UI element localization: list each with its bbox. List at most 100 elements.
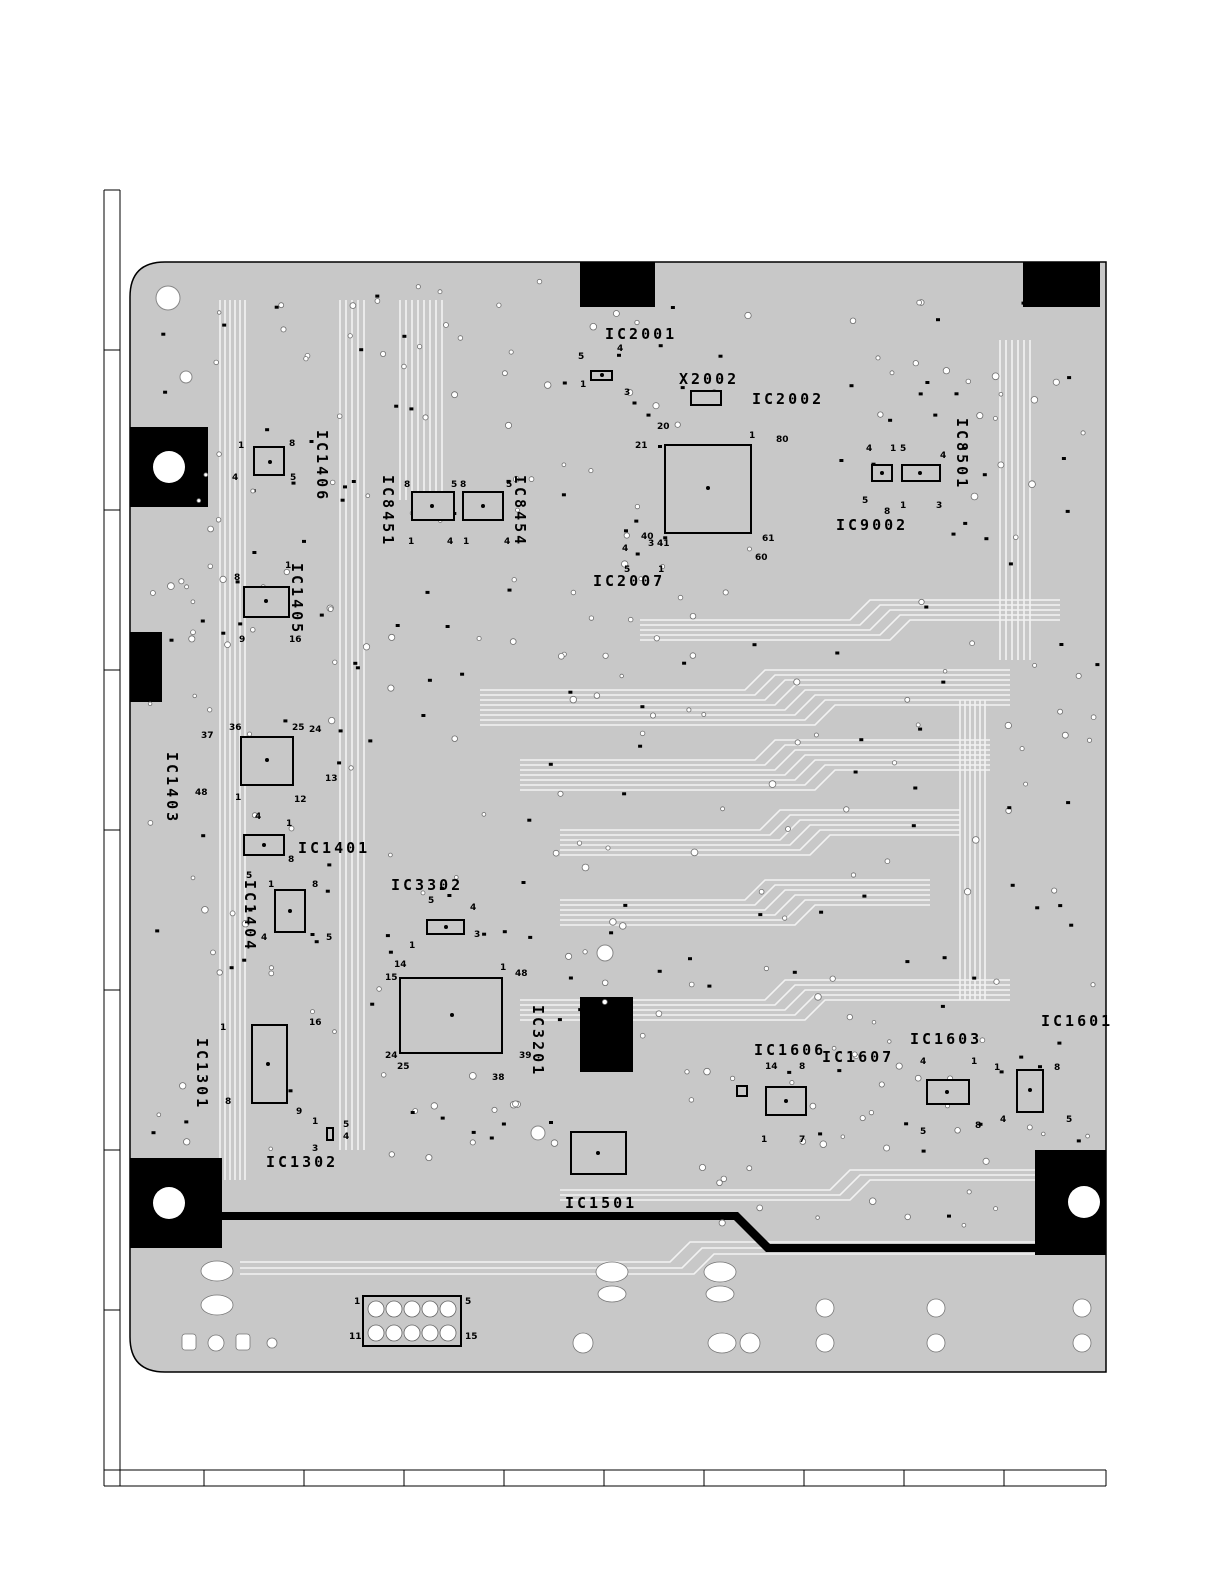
- pin-number: 4: [920, 1057, 926, 1067]
- pin-number: 40: [641, 532, 654, 542]
- pin-number: 21: [635, 441, 648, 451]
- pin-number: 1: [235, 793, 241, 803]
- pin-number: 1: [971, 1057, 977, 1067]
- ic1302-body: [326, 1127, 334, 1141]
- ref-ic1406: IC1406: [313, 430, 331, 502]
- pin-number: 9: [296, 1107, 302, 1117]
- ref-ic1501: IC1501: [565, 1194, 637, 1212]
- pin-number: 38: [492, 1073, 505, 1083]
- component-pads: [147, 278, 1100, 1228]
- pin-number: 16: [289, 635, 302, 645]
- ref-ic1405: IC1405: [288, 563, 306, 635]
- pin-number: 1: [500, 963, 506, 973]
- mounting-hole: [155, 285, 181, 311]
- pin-number: 1: [312, 1117, 318, 1127]
- pin-number: 13: [325, 774, 338, 784]
- vertical-ruler-ticks: [104, 349, 120, 1311]
- pin-number: 48: [515, 969, 528, 979]
- pin-number: 11: [349, 1332, 362, 1342]
- pin-number: 1: [900, 501, 906, 511]
- ic1607-body: [736, 1085, 748, 1097]
- ic1406-body: [253, 446, 285, 476]
- ref-ic1606: IC1606: [754, 1041, 826, 1059]
- ic-center-dots: [262, 373, 1032, 1155]
- x2002-body: [690, 390, 722, 406]
- pin-number: 4: [617, 344, 623, 354]
- ref-ic1302: IC1302: [266, 1153, 338, 1171]
- pin-number: 4: [470, 903, 476, 913]
- horizontal-ruler-ticks: [203, 1470, 1005, 1486]
- ref-ic8454: IC8454: [511, 475, 529, 547]
- ref-ic2002: IC2002: [752, 390, 824, 408]
- pin-number: 60: [755, 553, 768, 563]
- pin-number: 3: [936, 501, 942, 511]
- ref-ic1607: IC1607: [822, 1048, 894, 1066]
- ref-ic1603: IC1603: [910, 1030, 982, 1048]
- ref-ic8501: IC8501: [953, 418, 971, 490]
- pin-number: 48: [195, 788, 208, 798]
- ref-ic2001: IC2001: [605, 325, 677, 343]
- pin-number: 4: [504, 537, 510, 547]
- pin-number: 16: [309, 1018, 322, 1028]
- pin-number: 24: [309, 725, 322, 735]
- pin-number: 9: [239, 635, 245, 645]
- pin-number: 5: [465, 1297, 471, 1307]
- pin-number: 25: [397, 1062, 410, 1072]
- ref-ic2007: IC2007: [593, 572, 665, 590]
- pin-number: 8: [312, 880, 318, 890]
- pin-number: 25: [292, 723, 305, 733]
- pin-number: 5: [326, 933, 332, 943]
- mounting-holes: [153, 285, 1100, 1219]
- pin-number: 1: [761, 1135, 767, 1145]
- pin-number: 4: [255, 812, 261, 822]
- pin-number: 4: [866, 444, 872, 454]
- pin-number: 5: [1066, 1115, 1072, 1125]
- pin-number: 1: [220, 1023, 226, 1033]
- pin-number: 3: [312, 1144, 318, 1154]
- mounting-hole: [530, 1125, 546, 1141]
- pin-number: 5: [428, 896, 434, 906]
- drawing-frame: [103, 189, 1107, 1487]
- pin-number: 5: [290, 473, 296, 483]
- ref-ic9002: IC9002: [836, 516, 908, 534]
- pin-number: 1: [749, 431, 755, 441]
- pin-number: 61: [762, 534, 775, 544]
- pin-number: 8: [289, 439, 295, 449]
- copper-traces: [219, 300, 1100, 1275]
- pin-number: 1: [354, 1297, 360, 1307]
- pin-number: 5: [862, 496, 868, 506]
- pin-number: 3: [474, 930, 480, 940]
- pin-number: 12: [294, 795, 307, 805]
- pin-number: 8: [460, 480, 466, 490]
- ref-ic1404: IC1404: [241, 880, 259, 952]
- pin-number: 4: [1000, 1115, 1006, 1125]
- pin-number: 24: [385, 1051, 398, 1061]
- pin-number: 15: [465, 1332, 478, 1342]
- connector-cn: [362, 1295, 462, 1347]
- pin-number: 36: [229, 723, 242, 733]
- reference-labels: IC2001 X2002 IC2002 IC2007 IC8501 IC9002…: [163, 325, 1110, 1212]
- pin-number: 5: [246, 871, 252, 881]
- pin-number: 4: [622, 544, 628, 554]
- pin-number: 8: [234, 573, 240, 583]
- pin-number: 8: [975, 1121, 981, 1131]
- pin-number: 8: [288, 855, 294, 865]
- pin-number: 80: [776, 435, 789, 445]
- pin-number: 5: [900, 444, 906, 454]
- pin-numbers: 5 4 1 3 20 80 1 21 40 41 61 60 4 3 5 1 4…: [195, 344, 1072, 1342]
- pin-number: 3: [648, 539, 654, 549]
- ref-ic1301: IC1301: [193, 1038, 211, 1110]
- pin-number: 41: [657, 539, 670, 549]
- pin-number: 4: [261, 933, 267, 943]
- bottom-pads: [181, 1260, 1092, 1354]
- pin-number: 4: [343, 1132, 349, 1142]
- ic1606-body: [765, 1086, 807, 1116]
- mounting-hole: [596, 944, 614, 962]
- ref-ic1401: IC1401: [298, 839, 370, 857]
- mounting-hole: [153, 451, 185, 483]
- pin-number: 37: [201, 731, 214, 741]
- pin-number: 4: [447, 537, 453, 547]
- pin-number: 8: [404, 480, 410, 490]
- pin-number: 1: [580, 380, 586, 390]
